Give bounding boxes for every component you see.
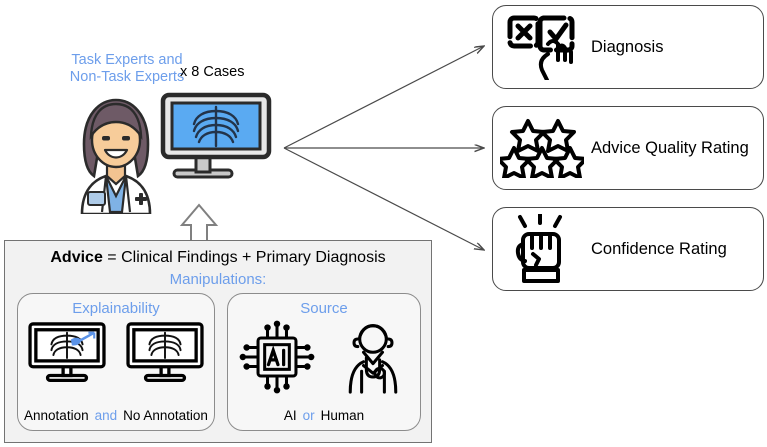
up-block-arrow-icon: [179, 203, 219, 246]
advice-to-case-arrow: [178, 203, 220, 246]
five-stars-icon: [493, 118, 591, 178]
advice-panel: Advice = Clinical Findings + Primary Dia…: [4, 240, 432, 443]
source-options-label: AI or Human: [228, 408, 420, 423]
participants-label: Task Experts and Non-Task Experts: [52, 52, 202, 86]
advice-definition-rest: = Clinical Findings + Primary Diagnosis: [102, 249, 386, 266]
doctor-stethoscope-icon: [336, 320, 410, 399]
ai-chip-icon: [239, 320, 315, 399]
outcome-confidence[interactable]: Confidence Rating: [492, 207, 764, 291]
cases-count-label: x 8 Cases: [180, 64, 245, 80]
advice-word: Advice: [50, 249, 103, 266]
clinician-avatar: [62, 92, 170, 216]
source-title: Source: [300, 300, 348, 317]
manipulations-label: Manipulations:: [169, 271, 267, 288]
manipulation-explainability[interactable]: Explainability: [17, 293, 215, 431]
female-doctor-avatar: [80, 98, 152, 216]
option-no-annotation: No Annotation: [123, 408, 208, 423]
xray-monitor-icon: [160, 92, 272, 179]
source-conjunction: or: [302, 408, 315, 423]
explainability-conjunction: and: [94, 408, 118, 423]
xray-monitor-annotated-icon: [26, 321, 108, 398]
outcome-diagnosis[interactable]: Diagnosis: [492, 5, 764, 89]
explainability-options-label: Annotation and No Annotation: [18, 408, 214, 423]
checkbox-tap-icon: [493, 14, 591, 80]
option-human: Human: [320, 408, 365, 423]
participants-label-line1: Task Experts and: [71, 52, 183, 68]
outcome-label-diagnosis: Diagnosis: [591, 37, 664, 56]
case-xray-monitor: [160, 92, 282, 202]
participants-label-line2: Non-Task Experts: [69, 69, 185, 85]
raised-fist-icon: [493, 214, 591, 284]
outcome-label-advice-quality: Advice Quality Rating: [591, 138, 749, 157]
xray-monitor-plain-icon: [124, 321, 206, 398]
advice-definition: Advice = Clinical Findings + Primary Dia…: [5, 249, 431, 267]
manipulation-source[interactable]: Source: [227, 293, 421, 431]
option-ai: AI: [283, 408, 297, 423]
explainability-title: Explainability: [72, 300, 160, 317]
outcome-label-confidence: Confidence Rating: [591, 239, 727, 258]
outcome-advice-quality[interactable]: Advice Quality Rating: [492, 106, 764, 190]
option-annotation: Annotation: [24, 408, 89, 423]
